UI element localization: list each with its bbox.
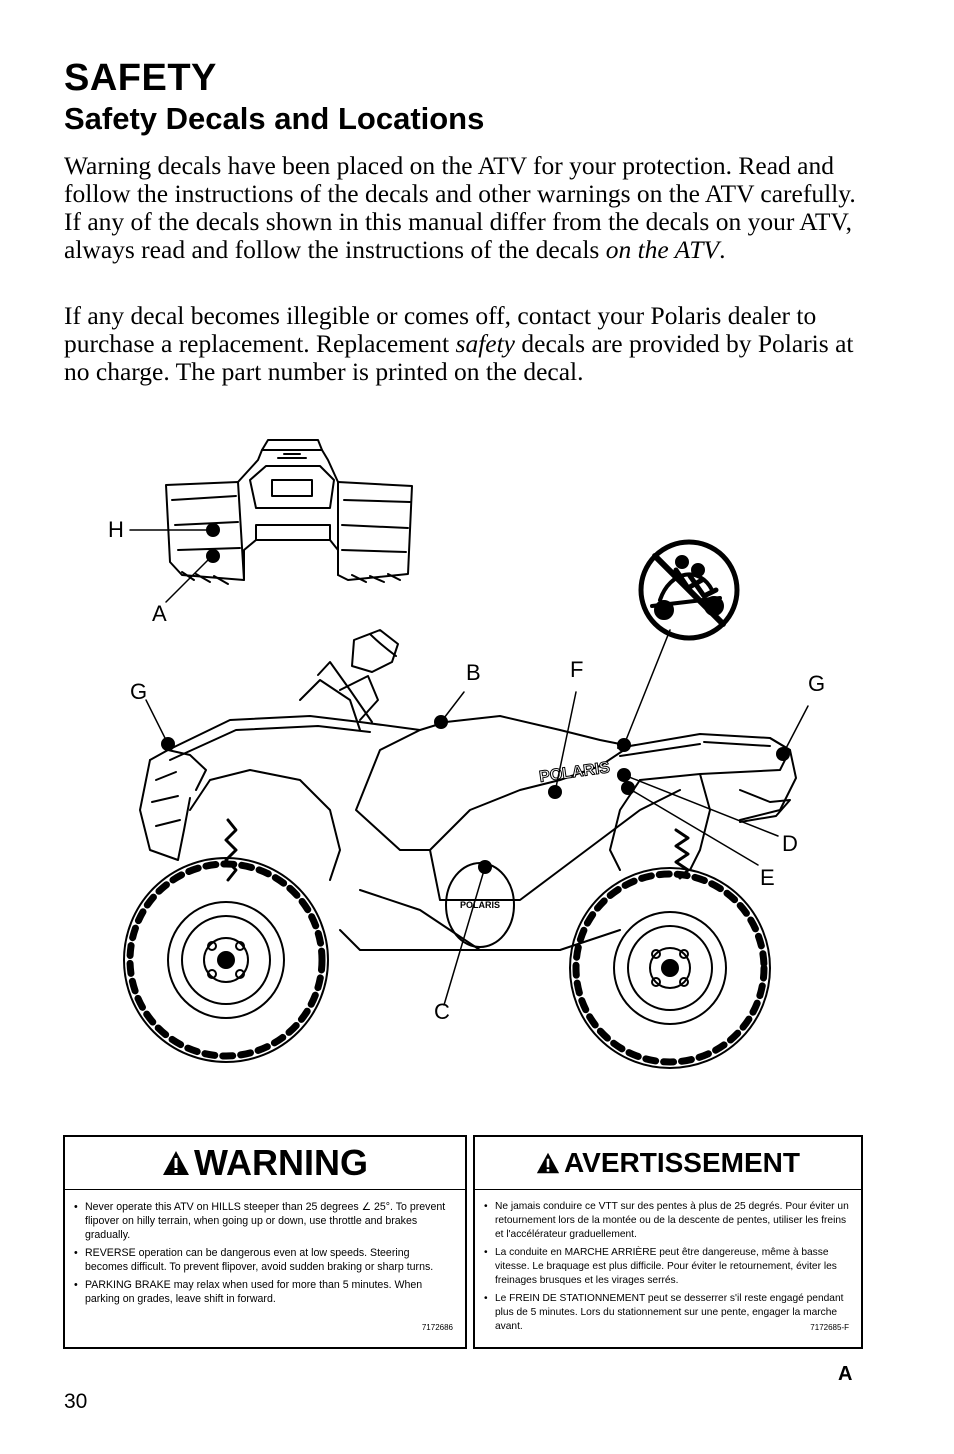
rear-fender-view (165, 439, 413, 585)
page-title: Safety Decals and Locations (64, 101, 485, 136)
callout-leader-lines (129, 529, 809, 1006)
atv-illustration: POLARIS POLARIS (123, 439, 809, 1069)
emphasis-text: safety (455, 329, 515, 358)
decal-warning-list: Ne jamais conduire ce VTT sur des pentes… (475, 1190, 861, 1334)
callout-f: F (570, 657, 584, 682)
page-number: 30 (64, 1390, 88, 1413)
warning-triangle-icon (163, 1151, 189, 1175)
front-wheel (123, 857, 329, 1063)
paragraph-replacement: If any decal becomes illegible or comes … (64, 302, 864, 386)
decal-warning-item: Le FREIN DE STATIONNEMENT peut se desser… (484, 1292, 849, 1334)
callout-g-right: G (808, 671, 826, 696)
no-passenger-pictogram (638, 539, 740, 641)
paragraph-text: Warning decals have been placed on the A… (64, 151, 856, 264)
warning-triangle-icon (536, 1152, 560, 1174)
decal-heading: AVERTISSEMENT (564, 1147, 800, 1178)
section-title: SAFETY (64, 57, 217, 99)
decal-warning-item: La conduite en MARCHE ARRIÈRE peut être … (484, 1246, 849, 1288)
decal-part-number: 7172685-F (810, 1323, 849, 1332)
paragraph-text: decals are provided by Polaris at no cha… (64, 329, 854, 386)
atv-side-view: POLARIS POLARIS (123, 629, 797, 1069)
callout-d: D (782, 831, 798, 856)
callout-e: E (760, 865, 775, 890)
cover-brand-text: POLARIS (460, 900, 500, 910)
decal-heading: WARNING (194, 1142, 368, 1183)
callout-b: B (466, 660, 481, 685)
paragraph-decals-intro: Warning decals have been placed on the A… (64, 152, 864, 264)
decal-location-dots (161, 523, 790, 874)
decal-header: WARNING (65, 1137, 465, 1190)
warning-decal-english: WARNING Never operate this ATV on HILLS … (63, 1135, 467, 1349)
fender-brand-text: POLARIS (538, 759, 611, 786)
callout-a: A (152, 601, 167, 626)
decal-warning-item: Never operate this ATV on HILLS steeper … (74, 1200, 453, 1242)
warning-decal-french: AVERTISSEMENT Ne jamais conduire ce VTT … (473, 1135, 863, 1349)
rear-wheel (569, 867, 771, 1069)
paragraph-text: If any decal becomes illegible or comes … (64, 301, 817, 358)
decal-header: AVERTISSEMENT (475, 1137, 861, 1190)
decal-warning-item: Ne jamais conduire ce VTT sur des pentes… (484, 1200, 849, 1242)
callout-h: H (108, 517, 124, 542)
decal-warning-item: REVERSE operation can be dangerous even … (74, 1246, 453, 1274)
atv-decal-location-figure: POLARIS POLARIS (0, 430, 954, 1110)
figure-letter: A (838, 1363, 853, 1385)
callout-c: C (434, 999, 450, 1024)
emphasis-text: on the ATV (605, 235, 720, 264)
decal-warning-item: PARKING BRAKE may relax when used for mo… (74, 1278, 453, 1306)
paragraph-text: . (719, 235, 726, 264)
callout-g-left: G (130, 679, 148, 704)
decal-part-number: 7172686 (421, 1323, 453, 1332)
decal-warning-list: Never operate this ATV on HILLS steeper … (65, 1190, 465, 1306)
